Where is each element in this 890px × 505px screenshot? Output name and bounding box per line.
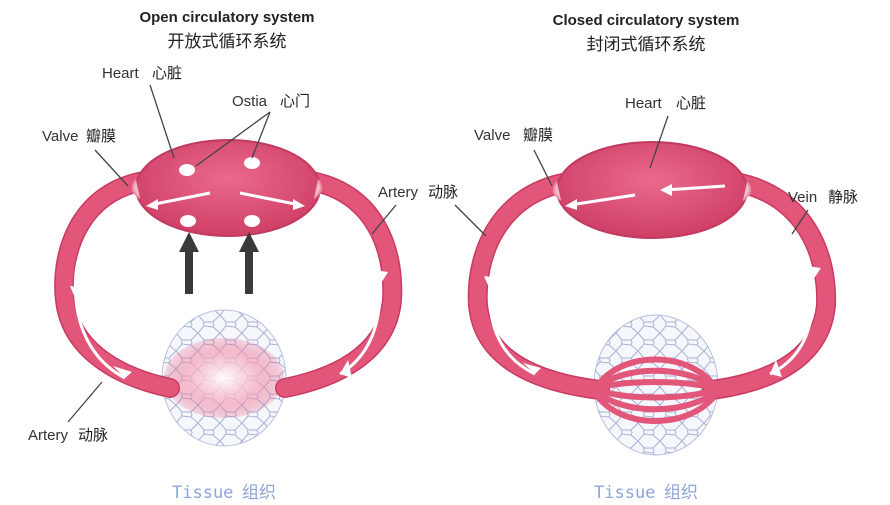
open-valve-label-en: Valve <box>42 128 78 145</box>
open-hemolymph-cloud <box>164 338 284 418</box>
open-artery-bottom-label-zh: 动脉 <box>78 426 108 444</box>
open-artery-bottom-label-en: Artery <box>28 427 69 444</box>
ostia-label-zh: 心门 <box>280 92 310 110</box>
open-artery-right-label-en: Artery <box>378 184 419 201</box>
ostia-opening <box>180 215 196 227</box>
open-valve-left <box>131 179 141 199</box>
closed-vessel-loop <box>467 172 837 400</box>
ostia-opening <box>244 157 260 169</box>
closed-heart <box>556 141 748 239</box>
open-system-panel: Open circulatory system 开放式循环系统 <box>28 9 458 503</box>
vein-label-zh: 静脉 <box>828 188 858 206</box>
closed-valve-right <box>742 181 752 201</box>
open-artery-right-label-zh: 动脉 <box>428 183 458 201</box>
open-inflow-arrows <box>179 232 259 294</box>
closed-system-panel: Closed circulatory system 封闭式循环系统 <box>454 12 858 503</box>
closed-valve-label-zh: 瓣膜 <box>523 126 553 144</box>
open-tissue-label-zh: 组织 <box>242 483 276 503</box>
open-heart-label-en: Heart <box>102 65 140 82</box>
open-heart-label-zh: 心脏 <box>152 64 182 82</box>
ostia-opening <box>244 215 260 227</box>
closed-heart-label-en: Heart <box>625 95 663 112</box>
closed-title-en: Closed circulatory system <box>553 12 740 29</box>
open-tissue-label-en: Tissue <box>172 483 233 503</box>
ostia-label-en: Ostia <box>232 93 268 110</box>
open-title-zh: 开放式循环系统 <box>168 32 287 52</box>
closed-tissue-label-zh: 组织 <box>664 483 698 503</box>
vein-label-en: Vein <box>788 189 817 206</box>
open-valve-label-zh: 瓣膜 <box>86 127 116 145</box>
closed-heart-label-zh: 心脏 <box>676 94 706 112</box>
closed-tissue-label-en: Tissue <box>594 483 655 503</box>
closed-valve-left <box>552 181 562 201</box>
capillary-bed <box>593 356 719 424</box>
open-valve-right <box>313 179 323 199</box>
open-title-en: Open circulatory system <box>139 9 314 26</box>
closed-title-zh: 封闭式循环系统 <box>587 35 706 55</box>
open-heart <box>135 139 321 237</box>
open-vessel-loop <box>54 170 403 398</box>
ostia-opening <box>179 164 195 176</box>
closed-valve-label-en: Valve <box>474 127 510 144</box>
